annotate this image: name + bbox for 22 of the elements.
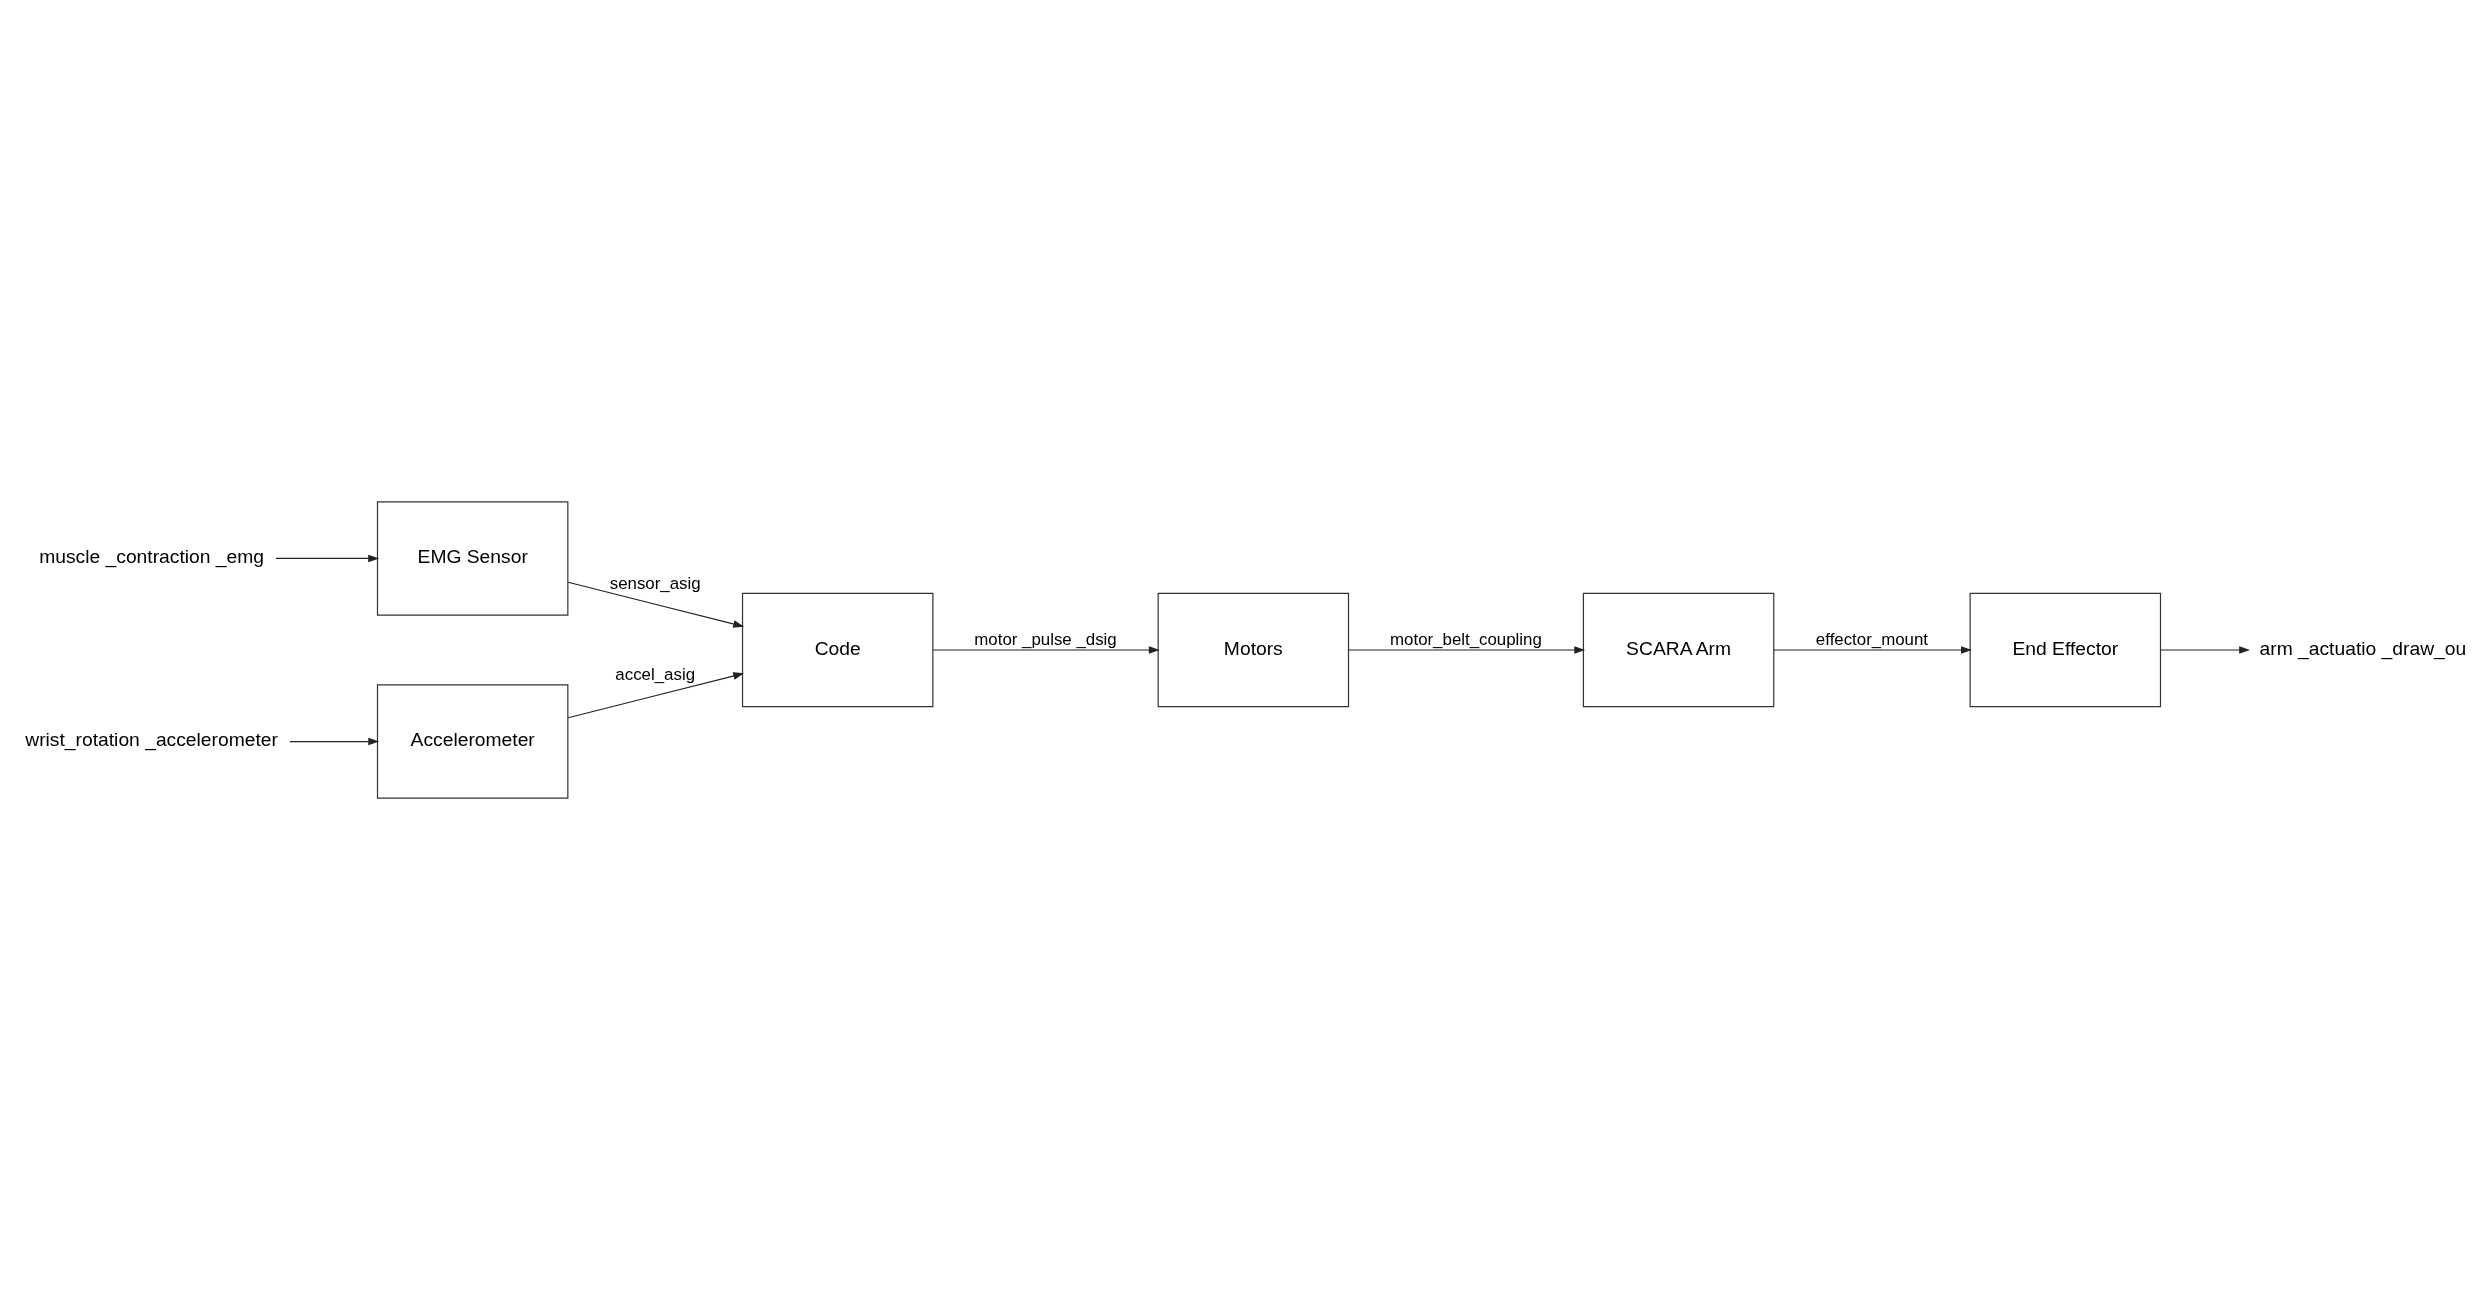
arrow xyxy=(567,581,745,628)
edge-label: accel_asig xyxy=(615,664,696,684)
node-box: Code xyxy=(741,592,934,707)
node-text: arm _actuatio _draw_ou xyxy=(2259,637,2467,659)
arrow xyxy=(932,645,1160,654)
arrow xyxy=(275,554,380,562)
arrow xyxy=(567,671,745,718)
arrow xyxy=(2160,645,2251,654)
node-box: Accelerometer xyxy=(376,683,569,799)
edge-label: effector_mount xyxy=(1815,629,1929,649)
node-box: SCARA Arm xyxy=(1582,592,1775,707)
node-text: muscle _contraction _emg xyxy=(39,545,265,567)
node-box: EMG Sensor xyxy=(376,500,569,616)
arrow xyxy=(289,737,380,745)
edge-label: motor_belt_coupling xyxy=(1390,629,1542,649)
edge-label: sensor_asig xyxy=(609,573,701,593)
edge-label: motor _pulse _dsig xyxy=(974,629,1117,649)
node-box: End Effector xyxy=(1969,592,2162,707)
arrow xyxy=(1348,645,1586,654)
arrow xyxy=(1773,645,1972,654)
node-box: Motors xyxy=(1157,592,1350,707)
node-text: wrist_rotation _accelerometer xyxy=(25,728,278,750)
